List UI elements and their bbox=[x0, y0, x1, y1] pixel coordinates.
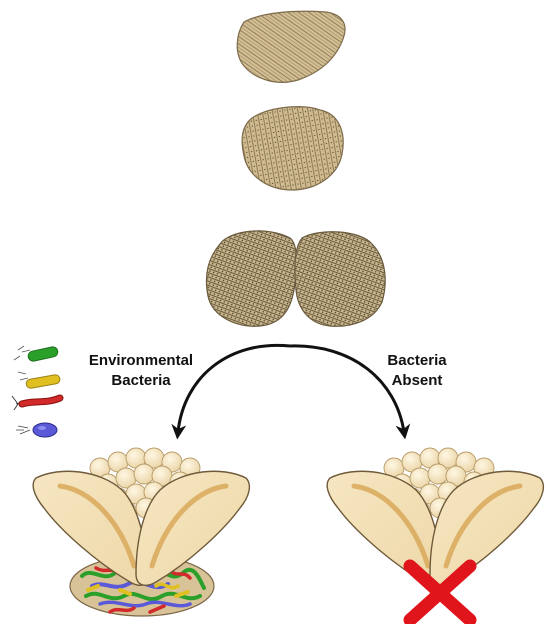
label-line-2: Absent bbox=[372, 371, 462, 391]
organ-without-bacteria bbox=[327, 448, 543, 620]
bacteria-icons bbox=[12, 346, 61, 437]
label-line-1: Environmental bbox=[74, 351, 208, 371]
branch-arrows bbox=[178, 345, 404, 432]
environmental-bacteria-label: Environmental Bacteria bbox=[74, 351, 208, 391]
label-line-1: Bacteria bbox=[372, 351, 462, 371]
label-line-2: Bacteria bbox=[74, 371, 208, 391]
green-rod-bacterium-icon bbox=[14, 346, 59, 362]
yellow-rod-bacterium-icon bbox=[18, 372, 61, 389]
bacteria-absent-label: Bacteria Absent bbox=[372, 351, 462, 391]
blue-coccus-bacterium-icon bbox=[16, 423, 57, 437]
tissue-stage-2 bbox=[242, 107, 343, 190]
red-filament-bacterium-icon bbox=[12, 396, 60, 410]
organ-with-bacteria bbox=[33, 448, 249, 616]
tissue-stage-1 bbox=[237, 11, 345, 82]
tissue-stage-3 bbox=[207, 231, 386, 326]
